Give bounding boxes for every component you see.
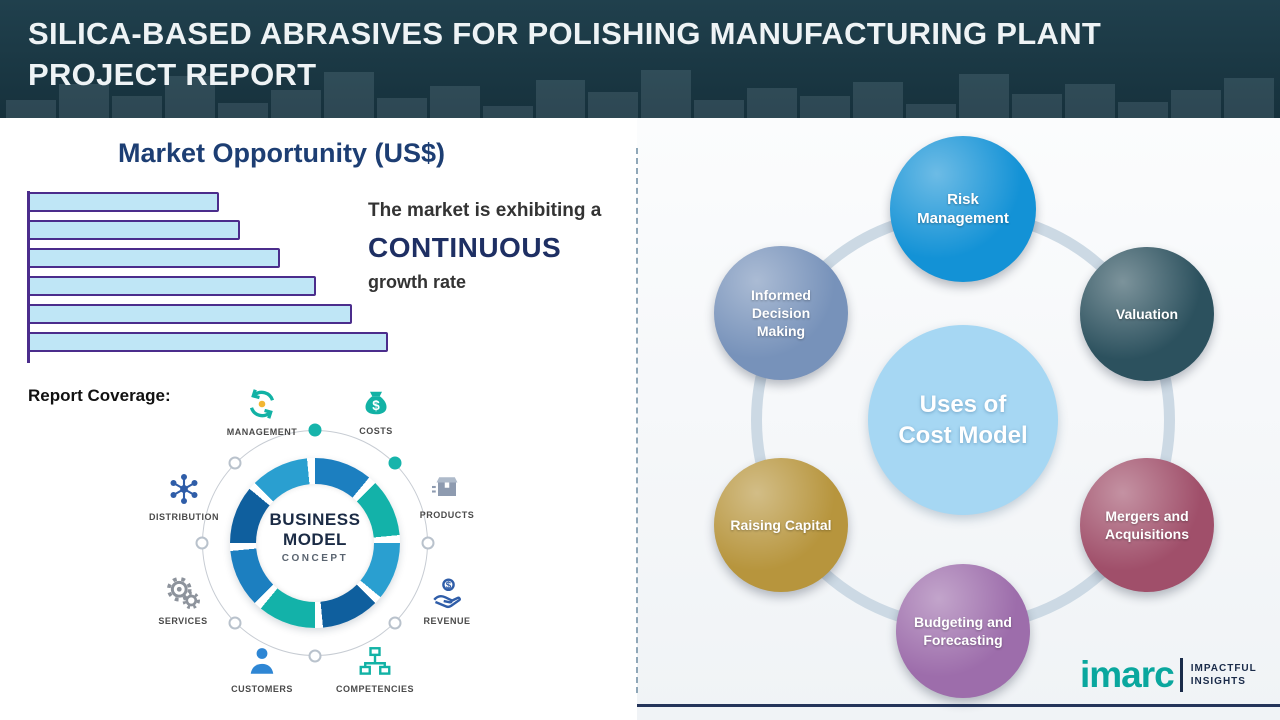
cost-model-center-label: Uses of Cost Model (898, 390, 1028, 449)
imarc-logo: imarc IMPACTFUL INSIGHTS (1080, 656, 1257, 693)
customer-person-icon (214, 643, 310, 681)
gears-icon (135, 575, 231, 613)
cost-node-label: Informed Decision Making (751, 286, 811, 340)
bm-item-management: MANAGEMENT (214, 386, 310, 437)
bm-item-services: SERVICES (135, 575, 231, 626)
network-icon (136, 471, 232, 509)
bm-item-label: DISTRIBUTION (149, 512, 219, 522)
bm-item-label: REVENUE (423, 616, 471, 626)
bm-item-label: MANAGEMENT (226, 427, 298, 437)
market-bar (28, 276, 316, 296)
market-bar-chart (28, 192, 388, 360)
tagline-line1: IMPACTFUL (1190, 662, 1257, 674)
bm-ring-dot (388, 456, 402, 470)
cost-node-label: Raising Capital (730, 516, 832, 533)
cost-model-diagram: Uses of Cost Model Risk Management Valua… (637, 118, 1280, 720)
bm-item-label: CUSTOMERS (231, 684, 293, 694)
cost-node-label: Valuation (1115, 305, 1179, 322)
management-cycle-icon (214, 386, 310, 424)
cost-node-mergers-acquisitions: Mergers and Acquisitions (1080, 458, 1214, 592)
bm-item-label: COSTS (359, 426, 393, 436)
cost-model-center: Uses of Cost Model (868, 325, 1058, 515)
report-coverage-label: Report Coverage: (28, 386, 171, 405)
cost-node-valuation: Valuation (1080, 247, 1214, 381)
growth-note: The market is exhibiting a CONTINUOUS gr… (368, 200, 628, 293)
bm-ring-dot (228, 456, 242, 470)
imarc-tagline: IMPACTFUL INSIGHTS (1191, 662, 1257, 688)
bm-item-revenue: $ REVENUE (399, 575, 495, 626)
market-bar (28, 332, 388, 352)
bm-item-label: PRODUCTS (419, 510, 475, 520)
growth-note-line2: growth rate (368, 272, 467, 292)
bm-item-products: PRODUCTS (399, 469, 495, 520)
market-bar (28, 304, 352, 324)
market-bar (28, 248, 280, 268)
bottom-accent-line (637, 704, 1280, 707)
cost-node-risk-management: Risk Management (890, 136, 1036, 282)
bm-center-line2: MODEL (283, 530, 347, 549)
cost-node-label: Mergers and Acquisitions (1104, 507, 1189, 542)
growth-note-line1: The market is exhibiting a (368, 200, 602, 221)
market-bar (28, 192, 219, 212)
bm-ring-dot (228, 616, 242, 630)
bm-item-label: SERVICES (158, 616, 208, 626)
bm-ring-dot (308, 423, 322, 437)
money-bag-icon: $ (328, 385, 424, 423)
svg-text:$: $ (372, 398, 380, 413)
bm-ring-dot (195, 536, 209, 550)
page-title: SILICA-BASED ABRASIVES FOR POLISHING MAN… (28, 16, 1102, 92)
cost-node-raising-capital: Raising Capital (714, 458, 848, 592)
logo-divider (1179, 657, 1183, 692)
market-opportunity-title: Market Opportunity (US$) (118, 138, 446, 168)
bm-ring-dot (308, 649, 322, 663)
tagline-line2: INSIGHTS (1190, 675, 1246, 687)
bm-item-competencies: COMPETENCIES (327, 643, 423, 694)
cost-node-informed-decision-making: Informed Decision Making (714, 246, 848, 380)
business-model-donut (230, 458, 400, 628)
svg-text:$: $ (446, 581, 452, 592)
product-box-icon (399, 469, 495, 507)
bm-ring-dot (388, 616, 402, 630)
market-bar (28, 220, 240, 240)
org-chart-icon (327, 643, 423, 681)
bm-center-line3: CONCEPT (281, 553, 349, 564)
city-skyline-decoration (0, 58, 1280, 118)
bm-center-line1: BUSINESS (269, 510, 361, 529)
bm-item-distribution: DISTRIBUTION (136, 471, 232, 522)
left-panel: Market Opportunity (US$) The market is e… (0, 118, 637, 720)
cost-node-label: Budgeting and Forecasting (914, 613, 1012, 648)
bm-item-label: COMPETENCIES (335, 684, 414, 694)
cost-node-budgeting-forecasting: Budgeting and Forecasting (896, 564, 1030, 698)
growth-note-emphasis: CONTINUOUS (368, 232, 562, 263)
hand-coin-icon: $ (399, 575, 495, 613)
bm-item-costs: $ COSTS (328, 385, 424, 436)
bm-ring-dot (421, 536, 435, 550)
cost-node-label: Risk Management (917, 190, 1009, 228)
header-banner: SILICA-BASED ABRASIVES FOR POLISHING MAN… (0, 0, 1280, 118)
imarc-logo-text: imarc (1080, 654, 1175, 695)
business-model-center-label: BUSINESS MODEL CONCEPT (245, 510, 385, 564)
panel-divider (636, 148, 638, 693)
bm-item-customers: CUSTOMERS (214, 643, 310, 694)
